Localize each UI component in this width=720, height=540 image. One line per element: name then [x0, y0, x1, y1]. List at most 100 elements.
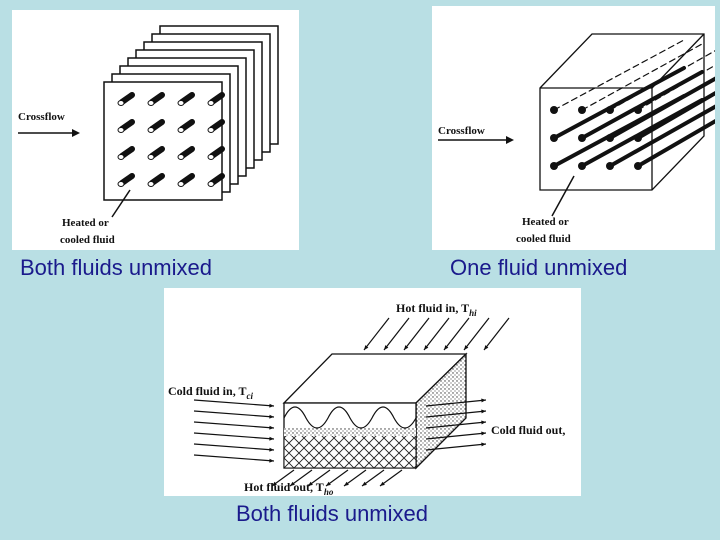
tube [552, 66, 686, 140]
hot-in-arrow-head [384, 345, 389, 350]
tube-end [550, 106, 558, 114]
fluid-pointer [551, 175, 575, 217]
hot-in-arrow-head [364, 345, 369, 350]
crossflow-label: Crossflow [18, 111, 65, 123]
tube-opening [147, 181, 155, 187]
tube [552, 94, 686, 168]
flow-arrows [193, 317, 510, 487]
tube-end [578, 134, 586, 142]
tube-rows [550, 39, 715, 170]
tube-end [550, 162, 558, 170]
flow-wave [283, 406, 417, 429]
cold-in-arrow [193, 421, 275, 429]
crossflow-arrowhead [72, 129, 80, 137]
hot-in-arrow-head [444, 345, 449, 350]
tube-opening [177, 127, 185, 133]
tube-end [606, 162, 614, 170]
plate [103, 81, 223, 201]
cold-out-arrow-head [481, 442, 486, 447]
hot-in-arrow [463, 317, 490, 351]
cold-in-arrow-head [269, 447, 274, 452]
hot-out-arrow-head [362, 481, 367, 486]
cold-in-arrow [193, 399, 275, 407]
fluid-pointer [111, 189, 131, 218]
tube-opening [147, 100, 155, 106]
tube [580, 70, 704, 140]
cold-in-arrow-head [269, 425, 274, 430]
tube-opening [207, 154, 215, 160]
cold-out-arrow-head [481, 431, 486, 436]
tube-bank-drawing: Crossflow Heated or cooled fluid [438, 33, 715, 245]
tube-opening [147, 154, 155, 160]
tube [636, 119, 715, 168]
hot-in-arrow [443, 317, 470, 351]
hot-in-arrow-head [404, 345, 409, 350]
stacked-plates [103, 25, 279, 201]
hot-in-arrow-head [464, 345, 469, 350]
cold-out-arrow [425, 421, 487, 429]
crossflow-block-drawing: Hot fluid in, Thi Cold fluid in, Tci Col… [168, 301, 565, 496]
cold-out-arrow [425, 443, 487, 451]
tube-opening [177, 154, 185, 160]
hot-fluid-out-label: Hot fluid out, Tho [244, 480, 334, 496]
hot-in-arrow [383, 317, 410, 351]
hot-out-arrow-head [272, 481, 277, 486]
tube-opening [117, 127, 125, 133]
cold-out-arrow [425, 399, 487, 407]
cold-out-arrow-head [481, 409, 486, 414]
block-dotted-layer [284, 428, 416, 436]
tube [608, 104, 715, 168]
block-hatched-layer [283, 434, 417, 469]
tube-opening [207, 127, 215, 133]
tube [553, 39, 685, 111]
hot-out-arrow-head [380, 481, 385, 486]
tube-opening [177, 100, 185, 106]
cold-out-arrow-head [481, 420, 486, 425]
tube-opening [177, 181, 185, 187]
cold-out-arrow-head [481, 398, 486, 403]
crossflow-block-diagram: Hot fluid in, Thi Cold fluid in, Tci Col… [164, 288, 581, 496]
cold-in-arrow [193, 410, 275, 418]
caption-both-unmixed-bottom: Both fluids unmixed [236, 501, 428, 526]
hot-in-arrow-head [424, 345, 429, 350]
tube-opening [207, 181, 215, 187]
cold-fluid-out-label: Cold fluid out, [491, 423, 565, 437]
cold-in-arrow [193, 454, 275, 462]
tube-end [634, 162, 642, 170]
hot-out-arrow-head [290, 481, 295, 486]
hot-in-arrow [483, 317, 510, 351]
plate-fin-exchanger-diagram: Crossflow Heated or cooled fluid [12, 10, 299, 250]
cold-out-arrow [425, 432, 487, 440]
tube [581, 43, 703, 111]
tube-opening [117, 100, 125, 106]
tube-bank-exchanger-diagram: Crossflow Heated or cooled fluid [432, 6, 715, 250]
cold-in-arrow-head [269, 414, 274, 419]
heated-fluid-label-line2: cooled fluid [516, 233, 571, 245]
cold-in-arrow-head [269, 403, 274, 408]
cold-in-arrow-head [269, 436, 274, 441]
caption-both-unmixed-top: Both fluids unmixed [20, 255, 212, 280]
tube-opening [117, 154, 125, 160]
heated-fluid-label-line1: Heated or [62, 217, 109, 229]
box-outline [539, 33, 705, 191]
cold-in-arrow [193, 443, 275, 451]
cold-in-arrow [193, 432, 275, 440]
tube-end [578, 106, 586, 114]
tube-end [550, 134, 558, 142]
hot-out-arrow-head [344, 481, 349, 486]
crossflow-label: Crossflow [438, 125, 485, 137]
hot-in-arrow [423, 317, 450, 351]
hot-fluid-in-label: Hot fluid in, Thi [396, 301, 477, 318]
tube [580, 98, 704, 168]
tube-opening [117, 181, 125, 187]
hot-in-arrow [363, 317, 390, 351]
hot-in-arrow-head [484, 345, 489, 350]
crossflow-arrowhead [506, 136, 514, 144]
heated-fluid-label-line2: cooled fluid [60, 234, 115, 246]
hot-out-arrow-head [326, 481, 331, 486]
tube-opening [147, 127, 155, 133]
plate-fin-drawing: Crossflow Heated or cooled fluid [18, 25, 279, 246]
caption-one-unmixed: One fluid unmixed [450, 255, 628, 280]
hot-out-arrow-head [308, 481, 313, 486]
tube-opening [207, 100, 215, 106]
